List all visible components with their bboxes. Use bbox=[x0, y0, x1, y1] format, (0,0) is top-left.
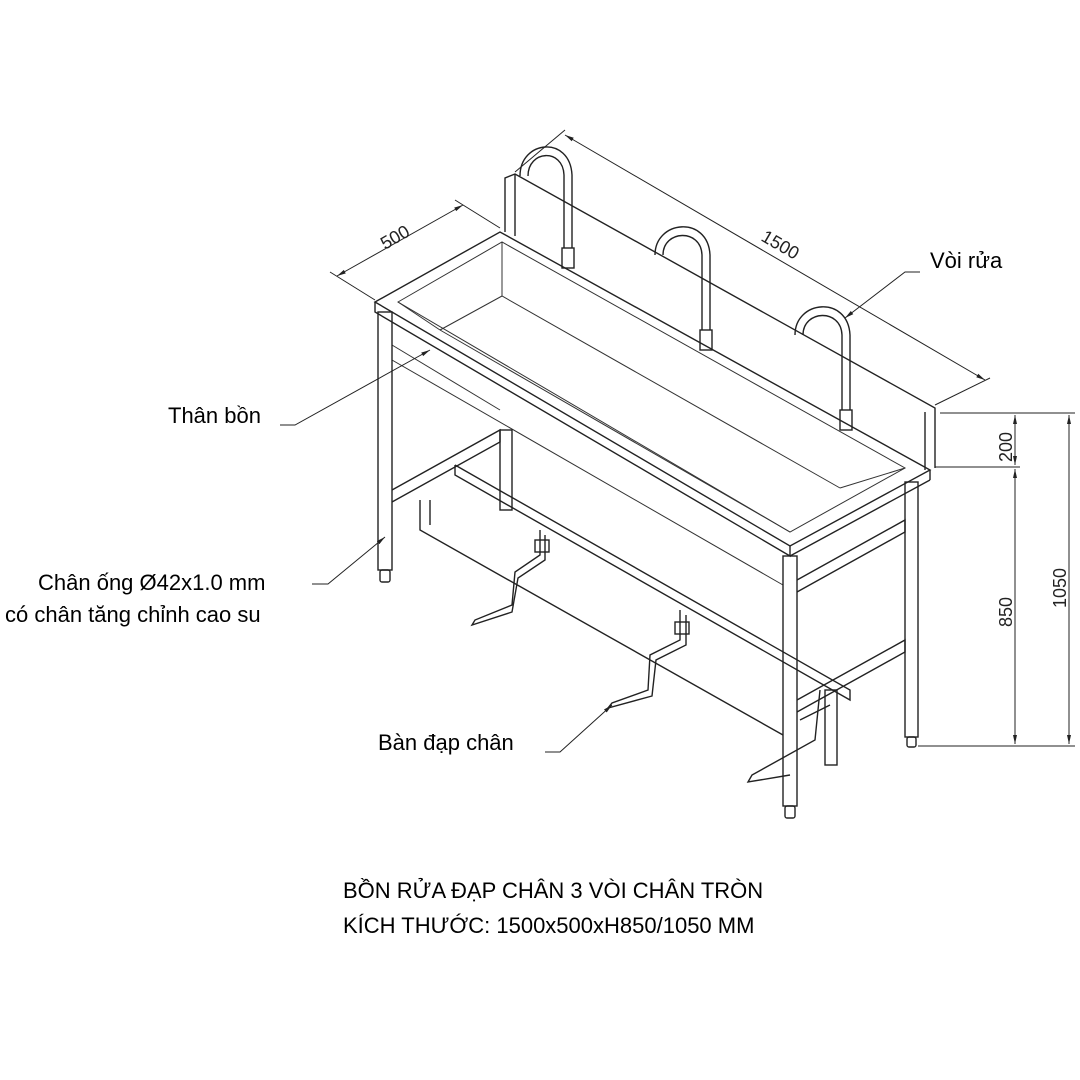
basin-body bbox=[373, 231, 932, 586]
dim-height: 850 bbox=[996, 597, 1016, 627]
legs bbox=[377, 311, 919, 819]
faucets bbox=[519, 146, 853, 431]
dim-backsplash: 200 bbox=[996, 432, 1016, 462]
label-faucet: Vòi rửa bbox=[930, 248, 1003, 273]
label-leg-line1: Chân ống Ø42x1.0 mm bbox=[38, 570, 266, 595]
label-pedal: Bàn đạp chân bbox=[378, 730, 514, 755]
backsplash bbox=[504, 173, 936, 470]
dim-length: 1500 bbox=[758, 226, 803, 263]
dim-depth: 500 bbox=[377, 221, 413, 253]
label-leg-line2: có chân tăng chỉnh cao su bbox=[5, 602, 261, 627]
dim-total-height: 1050 bbox=[1050, 568, 1070, 608]
leader-lines bbox=[280, 271, 920, 753]
frame-rails bbox=[391, 428, 906, 736]
drawing-dimensions: KÍCH THƯỚC: 1500x500xH850/1050 MM bbox=[343, 913, 755, 938]
pedals bbox=[470, 530, 821, 783]
label-basin-body: Thân bồn bbox=[168, 403, 261, 428]
dimension-lines bbox=[329, 129, 1075, 747]
drawing-title: BỒN RỬA ĐẠP CHÂN 3 VÒI CHÂN TRÒN bbox=[343, 878, 764, 903]
